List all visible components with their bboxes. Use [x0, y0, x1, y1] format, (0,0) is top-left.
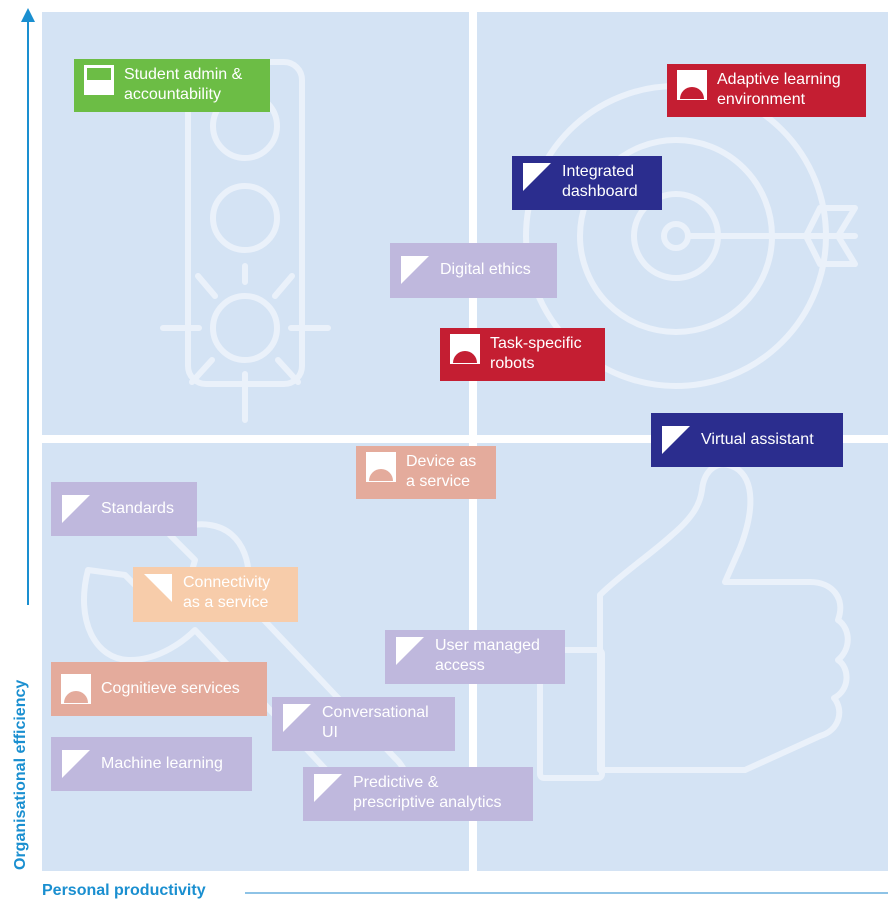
item-integrated-dashboard[interactable]: Integrated dashboard [512, 156, 662, 210]
item-adaptive-learning[interactable]: Adaptive learning environment [667, 64, 866, 117]
item-cognitive-services[interactable]: Cognitieve services [51, 662, 267, 716]
diagonal-reverse-icon [144, 574, 172, 602]
item-connectivity-as-a-service[interactable]: Connectivity as a service [133, 567, 298, 622]
dome-icon [450, 334, 480, 364]
diagonal-icon [662, 426, 690, 454]
y-axis-label: Organisational efficiency [12, 679, 29, 870]
item-machine-learning[interactable]: Machine learning [51, 737, 252, 791]
diagonal-icon [62, 495, 90, 523]
diagonal-icon [283, 704, 311, 732]
dome-icon [677, 70, 707, 100]
item-virtual-assistant[interactable]: Virtual assistant [651, 413, 843, 467]
item-label: Digital ethics [440, 261, 531, 278]
half-fill-icon [84, 65, 114, 95]
item-device-as-a-service[interactable]: Device as a service [356, 446, 496, 499]
item-predictive-analytics[interactable]: Predictive & prescriptive analytics [303, 767, 533, 821]
item-label: Predictive & prescriptive analytics [353, 774, 502, 811]
item-label: Integrated dashboard [562, 163, 638, 200]
item-student-admin[interactable]: Student admin & accountability [74, 59, 270, 112]
item-label: Student admin & accountability [124, 66, 243, 103]
item-digital-ethics[interactable]: Digital ethics [390, 243, 557, 298]
target-illustration [523, 83, 858, 389]
diagonal-icon [314, 774, 342, 802]
traffic-light-illustration [160, 59, 331, 423]
x-axis-line [245, 892, 888, 894]
diagonal-icon [401, 256, 429, 284]
item-label: Conversational UI [322, 704, 429, 741]
dome-icon [61, 674, 91, 704]
item-label: Task-specific robots [490, 335, 582, 372]
item-user-managed-access[interactable]: User managed access [385, 630, 565, 684]
grid-line-horizontal [42, 435, 888, 443]
item-task-specific-robots[interactable]: Task-specific robots [440, 328, 605, 381]
x-axis-label: Personal productivity [42, 882, 206, 899]
item-label: User managed access [435, 637, 540, 674]
item-label: Device as a service [406, 453, 477, 490]
item-conversational-ui[interactable]: Conversational UI [272, 697, 455, 751]
item-label: Connectivity as a service [183, 574, 271, 611]
dome-icon [366, 452, 396, 482]
diagonal-icon [396, 637, 424, 665]
item-label: Adaptive learning environment [717, 71, 841, 108]
item-standards[interactable]: Standards [51, 482, 197, 536]
item-label: Virtual assistant [701, 431, 814, 448]
diagonal-icon [62, 750, 90, 778]
diagonal-icon [523, 163, 551, 191]
item-label: Standards [101, 500, 174, 517]
item-label: Machine learning [101, 755, 223, 772]
item-label: Cognitieve services [101, 680, 240, 697]
y-axis [21, 8, 35, 605]
thumbs-up-illustration [537, 461, 851, 781]
